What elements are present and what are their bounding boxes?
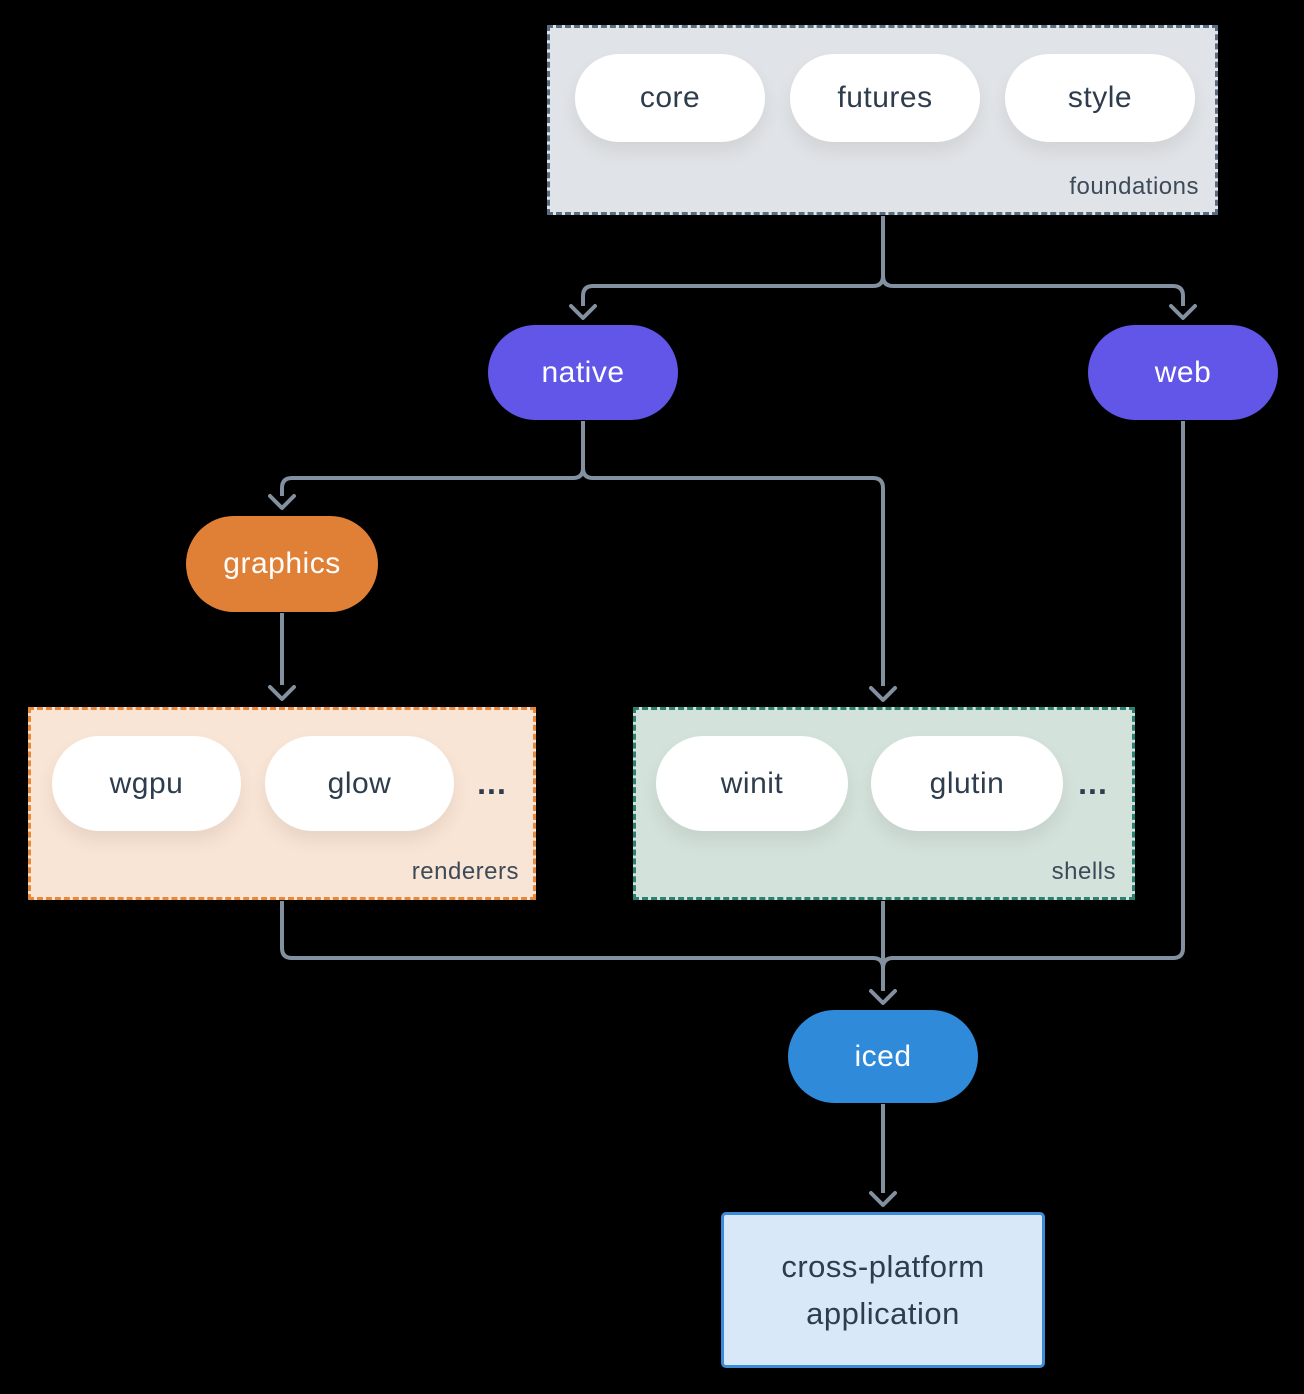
arrow-renderers-to-iced <box>280 901 885 969</box>
application-label-line1: cross-platform <box>781 1249 985 1284</box>
crate-pill-web: web <box>1088 325 1278 420</box>
shells-group-label: shells <box>1051 858 1116 885</box>
crate-pill-style: style <box>1005 54 1195 142</box>
crate-pill-wgpu: wgpu <box>52 736 241 831</box>
shells-group-box: winit glutin ... shells <box>633 707 1135 900</box>
crate-pill-native: native <box>488 325 678 420</box>
cross-platform-application-box: cross-platform application <box>721 1212 1045 1368</box>
renderers-ellipsis: ... <box>477 765 507 801</box>
foundations-group-label: foundations <box>1069 173 1199 200</box>
arrow-native-to-shells <box>581 467 885 686</box>
crate-pill-graphics: graphics <box>186 516 378 612</box>
arrow-native-to-graphics <box>280 421 585 496</box>
application-label-line2: application <box>806 1296 960 1331</box>
arrowhead-shells <box>869 686 897 702</box>
renderers-group-label: renderers <box>411 858 519 885</box>
arrow-foundations-to-web <box>881 275 1185 306</box>
crate-pill-core: core <box>575 54 765 142</box>
arrowhead-iced <box>869 989 897 1005</box>
crate-pill-winit: winit <box>656 736 848 831</box>
shells-ellipsis: ... <box>1078 765 1108 801</box>
arrowhead-application <box>869 1191 897 1207</box>
arrowhead-graphics <box>268 494 296 510</box>
crate-pill-futures: futures <box>790 54 980 142</box>
arrowhead-native <box>569 304 597 320</box>
crate-pill-glutin: glutin <box>871 736 1063 831</box>
arrowhead-renderers <box>268 685 296 701</box>
crate-pill-glow: glow <box>265 736 454 831</box>
arrow-foundations-to-native <box>581 216 885 306</box>
renderers-group-box: wgpu glow ... renderers <box>28 707 536 900</box>
foundations-group-box: core futures style foundations <box>547 25 1218 215</box>
crate-pill-iced: iced <box>788 1010 978 1103</box>
arrowhead-web <box>1169 304 1197 320</box>
